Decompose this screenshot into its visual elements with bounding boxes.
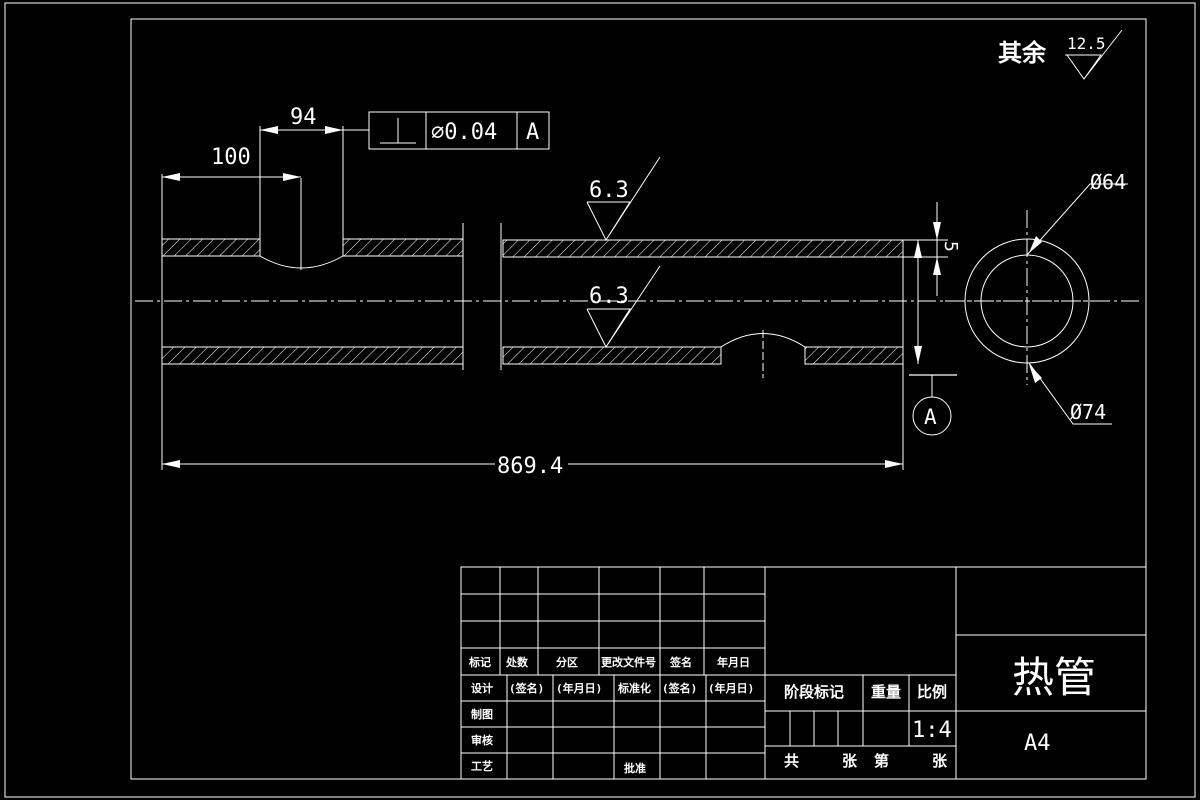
top-wall-right (502, 239, 904, 258)
top-wall-left-b (342, 238, 464, 257)
tb-part-name: 热管 (1012, 653, 1096, 702)
dim-5-arrow-top (933, 222, 941, 240)
tb-header-zone: 分区 (556, 655, 578, 669)
outer-border (4, 2, 1196, 798)
dim-length-arrow-left (162, 460, 180, 468)
dim-id-arrow (1029, 236, 1042, 253)
title-block (460, 566, 1147, 780)
roughness-general-value: 12.5 (1067, 34, 1106, 53)
bottom-wall-left (161, 346, 464, 365)
tb-row-process: 工艺 (471, 759, 493, 773)
top-wall-left-a (161, 238, 261, 257)
tb-row-review: 审核 (471, 733, 493, 747)
tb-row-approve: 批准 (624, 761, 646, 775)
dim-od-arrow-bot (914, 346, 922, 364)
roughness-general-label: 其余 (998, 39, 1047, 67)
tolerance-frame: ∅0.04 A (368, 111, 550, 150)
tb-scale-label: 比例 (917, 683, 947, 701)
tb-header-change-doc: 更改文件号 (601, 655, 656, 669)
bottom-wall-right-b (804, 346, 904, 365)
tb-stage-mark: 阶段标记 (784, 683, 844, 701)
tb-sheets1: 张 (842, 752, 858, 770)
dim-94-arrow-left (260, 126, 278, 134)
roughness-top-symbol (586, 156, 661, 242)
dim-100-arrow-left (162, 173, 180, 181)
tb-row-date1: (年月日) (556, 681, 602, 695)
roughness-inner-symbol (586, 265, 661, 349)
tb-row-sig1: (签名) (509, 681, 544, 695)
tb-header-count: 处数 (505, 655, 529, 669)
dim-od2-text: Ø74 (1070, 400, 1106, 424)
tb-row-design: 设计 (471, 681, 493, 695)
tolerance-value: ∅0.04 (431, 120, 497, 145)
dim-od2-arrow (1029, 364, 1042, 383)
datum-circle (912, 396, 952, 436)
roughness-general-symbol (1065, 29, 1123, 80)
tb-scale-value: 1:4 (912, 718, 952, 743)
roughness-inner-value: 6.3 (589, 284, 629, 309)
tb-header-signature: 签名 (669, 655, 692, 669)
tb-row-drawing: 制图 (471, 707, 493, 721)
dim-100-arrow-right (283, 173, 301, 181)
tb-row-standardize: 标准化 (617, 681, 651, 695)
dim-id-text: Ø64 (1090, 170, 1126, 194)
dim-length-text: 869.4 (497, 454, 563, 479)
dim-od2-leader (1028, 362, 1112, 425)
tb-sheet-size: A4 (1024, 731, 1051, 756)
tolerance-datum: A (526, 120, 539, 145)
tb-sheet-no: 第 (874, 752, 889, 770)
dim-5-arrow-bot (933, 257, 941, 275)
tb-header-date: 年月日 (717, 655, 750, 669)
dim-94-text: 94 (290, 105, 317, 130)
dim-od-arrow-top (914, 240, 922, 258)
tb-sheets2: 张 (932, 752, 948, 770)
dim-length-arrow-right (885, 460, 903, 468)
dim-100-text: 100 (211, 145, 251, 170)
dim-5-text: 5 (940, 241, 961, 252)
dim-id-leader (1026, 183, 1128, 256)
tb-row-sig2: (签名) (662, 681, 697, 695)
bottom-wall-right-a (502, 346, 722, 365)
tb-weight: 重量 (871, 683, 901, 701)
perpendicularity-icon (380, 118, 416, 144)
datum-label: A (924, 405, 937, 429)
roughness-top-value: 6.3 (589, 178, 629, 203)
dim-94-arrow-right (325, 126, 343, 134)
tb-row-date2: (年月日) (708, 681, 754, 695)
tb-total: 共 (784, 752, 799, 770)
tb-header-mark: 标记 (468, 655, 491, 669)
